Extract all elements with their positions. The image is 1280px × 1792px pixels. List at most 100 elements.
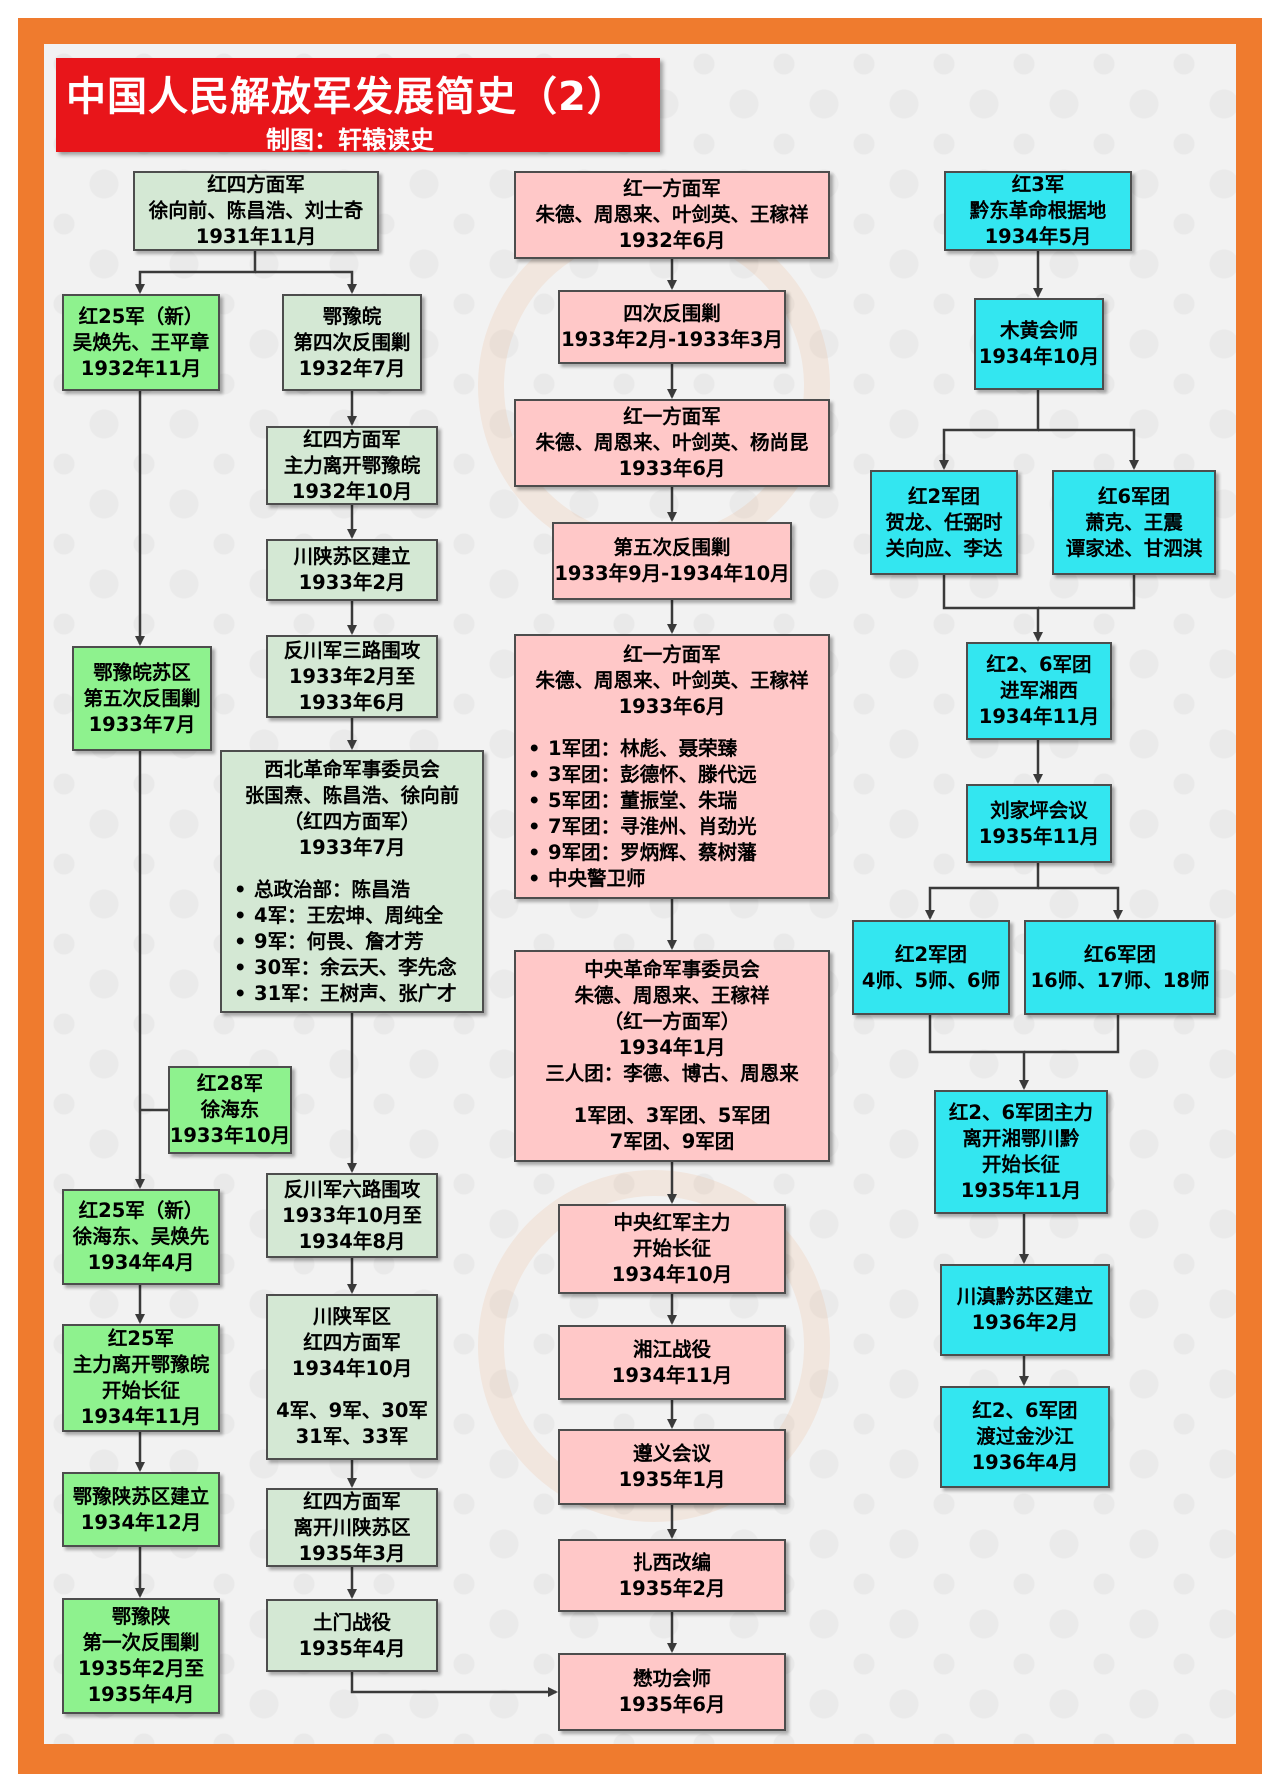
box-line: 红2军团 [894, 942, 968, 966]
box-line: 朱德、周恩来、王稼祥 [574, 984, 770, 1007]
box-line: 16师、17师、18师 [1030, 968, 1210, 992]
box-line: 1935年6月 [618, 1693, 726, 1716]
box-eyuwan-4th-campaign: 鄂豫皖 第四次反围剿 1932年7月 [282, 294, 422, 391]
box-line: 红25军（新） [78, 304, 204, 328]
page-subtitle: 制图：轩辕读史 [266, 126, 434, 154]
box-central-military-committee: 中央革命军事委员会 朱德、周恩来、王稼祥 （红一方面军） 1934年1月 三人团… [514, 950, 830, 1162]
box-line: 1934年10月 [291, 1357, 413, 1380]
box-chuanshaan-soviet-founded: 川陕苏区建立 1933年2月 [266, 539, 438, 601]
box-line: 渡过金沙江 [976, 1425, 1074, 1448]
box-line: 1934年8月 [298, 1229, 406, 1253]
box-line: 1934年4月 [87, 1251, 195, 1274]
box-red-28th-army: 红28军 徐海东 1933年10月 [168, 1066, 292, 1154]
box-northwest-military-committee: 西北革命军事委员会 张国焘、陈昌浩、徐向前 （红四方面军） 1933年7月 总政… [220, 750, 484, 1013]
box-line: 贺龙、任弼时 [885, 510, 1003, 534]
box-red-25th-army-1934: 红25军（新） 徐海东、吴焕先 1934年4月 [62, 1189, 220, 1285]
box-line: 红四方面军 [303, 427, 401, 451]
bullet-item: 3军团：彭德怀、滕代远 [528, 762, 757, 788]
connector [939, 390, 1040, 470]
box-line: 红一方面军 [623, 642, 721, 666]
box-eyuwan-5th-campaign: 鄂豫皖苏区 第五次反围剿 1933年7月 [72, 646, 212, 751]
box-line: 吴焕先、王平章 [72, 330, 210, 354]
box-line: 木黄会师 [999, 319, 1078, 342]
box-maogong-junction: 懋功会师 1935年6月 [558, 1653, 786, 1731]
box-red-4th-front-army-1931: 红四方面军 徐向前、陈昌浩、刘士奇 1931年11月 [133, 171, 379, 251]
box-line: 开始长征 [632, 1237, 711, 1260]
box-line: 鄂豫陕苏区建立 [72, 1484, 210, 1508]
box-line: 红6军团 [1097, 484, 1171, 508]
bullet-item: 4军：王宏坤、周纯全 [234, 903, 457, 929]
page-title: 中国人民解放军发展简史（2） [66, 74, 628, 120]
box-line: 1932年6月 [618, 229, 726, 252]
box-line: 朱德、周恩来、叶剑英、杨尚昆 [535, 431, 809, 454]
box-eyushaan-soviet-founded: 鄂豫陕苏区建立 1934年12月 [62, 1472, 220, 1547]
box-4th-front-leaves-chuanshaan: 红四方面军 离开川陕苏区 1935年3月 [266, 1488, 438, 1567]
box-liujiaping-meeting: 刘家坪会议 1935年11月 [966, 784, 1112, 863]
box-line: 1935年4月 [298, 1636, 406, 1660]
box-red-25th-army-1932: 红25军（新） 吴焕先、王平章 1932年11月 [62, 294, 220, 391]
box-line: 徐向前、陈昌浩、刘士奇 [148, 199, 364, 222]
box-line: 1934年12月 [80, 1510, 202, 1534]
box-5th-counter-campaign: 第五次反围剿 1933年9月-1934年10月 [552, 522, 792, 600]
box-line: 1934年11月 [80, 1405, 202, 1428]
box-line: 1933年7月 [298, 835, 406, 859]
box-line: 第五次反围剿 [83, 686, 201, 710]
box-cross-jinsha-river: 红2、6军团 渡过金沙江 1936年4月 [940, 1386, 1110, 1488]
box-line: 张国焘、陈昌浩、徐向前 [244, 783, 460, 807]
box-red-3rd-army: 红3军 黔东革命根据地 1934年5月 [944, 171, 1132, 251]
box-line: 红28军 [196, 1072, 264, 1095]
box-line: 湘江战役 [632, 1337, 711, 1361]
box-red-25th-long-march: 红25军 主力离开鄂豫皖 开始长征 1934年11月 [62, 1324, 220, 1432]
box-2nd-6th-corps-long-march: 红2、6军团主力 离开湘鄂川黔 开始长征 1935年11月 [934, 1090, 1108, 1214]
box-red-6th-corps-divisions: 红6军团 16师、17师、18师 [1024, 920, 1216, 1015]
box-line: 开始长征 [981, 1153, 1060, 1176]
box-line: 鄂豫皖 [322, 304, 382, 328]
box-line: 红2、6军团主力 [948, 1101, 1094, 1124]
connector [135, 251, 257, 294]
box-line: 第四次反围剿 [293, 330, 411, 354]
box-zhaxi-reorganization: 扎西改编 1935年2月 [558, 1539, 786, 1612]
box-4th-front-leaves-eyuwan: 红四方面军 主力离开鄂豫皖 1932年10月 [266, 426, 438, 505]
box-advance-western-hunan: 红2、6军团 进军湘西 1934年11月 [966, 642, 1112, 740]
box-central-red-army-long-march: 中央红军主力 开始长征 1934年10月 [558, 1204, 786, 1294]
box-line: 1933年6月 [618, 694, 726, 718]
box-line: 1933年2月-1933年3月 [561, 328, 783, 351]
connector [1038, 428, 1139, 470]
bullet-list: 总政治部：陈昌浩 4军：王宏坤、周纯全 9军：何畏、詹才芳 30军：余云天、李先… [226, 877, 457, 1007]
box-line: 1军团、3军团、5军团 [573, 1104, 771, 1127]
box-line: 1931年11月 [195, 225, 317, 248]
box-line: 鄂豫陕 [111, 1605, 171, 1628]
box-line: 1935年2月至 [77, 1657, 205, 1680]
box-line: 1936年4月 [971, 1451, 1079, 1474]
box-line: 1934年1月 [618, 1036, 726, 1059]
box-line: 1935年11月 [978, 824, 1100, 848]
box-line: 1935年2月 [618, 1576, 726, 1600]
box-line: 川陕苏区建立 [293, 545, 411, 568]
box-red-1st-front-1933-b: 红一方面军 朱德、周恩来、叶剑英、王稼祥 1933年6月 1军团：林彪、聂荣臻 … [514, 634, 830, 899]
box-line: 反川军六路围攻 [283, 1177, 421, 1201]
box-line: 土门战役 [312, 1610, 391, 1634]
box-line: 徐海东、吴焕先 [72, 1225, 210, 1248]
box-line: 关向应、李达 [885, 536, 1003, 560]
box-line: 31军、33军 [295, 1425, 409, 1448]
box-line: 朱德、周恩来、叶剑英、王稼祥 [535, 668, 809, 692]
box-line: 黔东革命根据地 [969, 199, 1107, 222]
bullet-item: 9军团：罗炳辉、蔡树藩 [528, 840, 757, 866]
box-line: 三人团：李德、博古、周恩来 [545, 1062, 799, 1085]
box-line: 1933年2月 [298, 571, 406, 594]
box-line: 1935年4月 [87, 1683, 195, 1706]
connector [1024, 1015, 1120, 1054]
box-line: 1933年10月至 [282, 1203, 422, 1227]
box-line: 谭家述、甘泗淇 [1065, 536, 1203, 560]
box-line: 四次反围剿 [623, 302, 721, 325]
box-line: 鄂豫皖苏区 [93, 660, 191, 684]
box-line: 红四方面军 [303, 1489, 401, 1513]
box-line: 懋功会师 [632, 1667, 711, 1690]
box-line: 1933年7月 [88, 712, 196, 736]
bullet-item: 31军：王树声、张广才 [234, 981, 457, 1007]
box-line: 离开湘鄂川黔 [962, 1127, 1080, 1150]
box-line: 1933年10月 [169, 1124, 291, 1147]
bullet-item: 9军：何畏、詹才芳 [234, 929, 457, 955]
box-red-1st-front-1932: 红一方面军 朱德、周恩来、叶剑英、王稼祥 1932年6月 [514, 171, 830, 259]
